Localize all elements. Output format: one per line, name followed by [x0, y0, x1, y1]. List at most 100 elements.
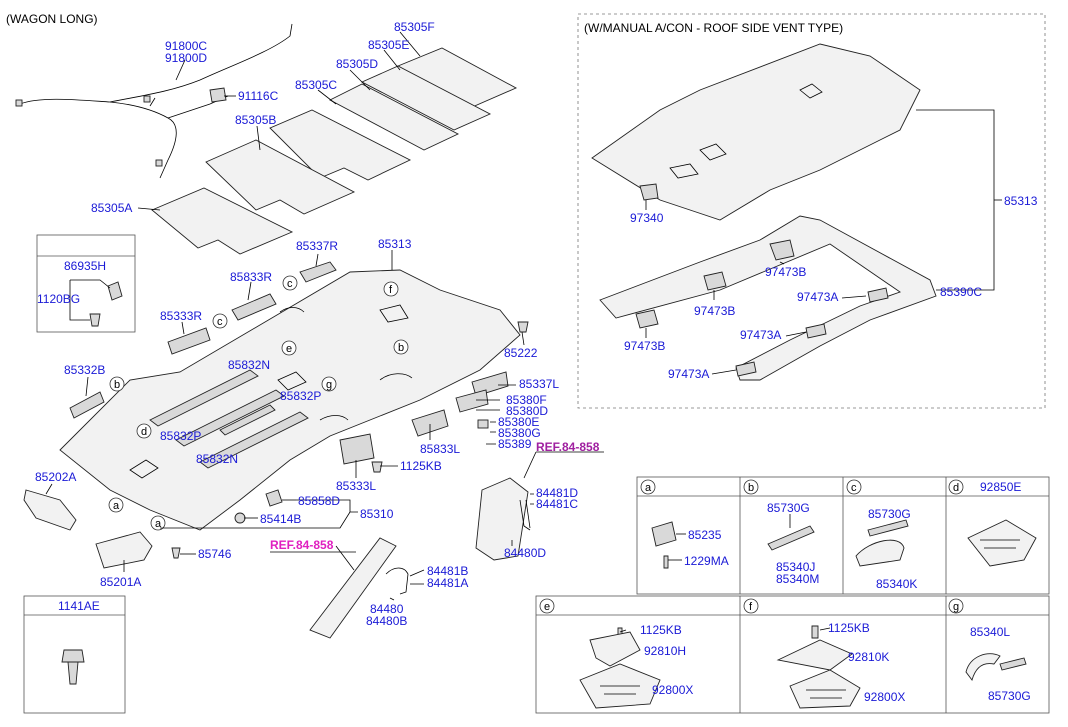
label-85832N-upper: 85832N	[228, 358, 270, 372]
label-85337L: 85337L	[519, 377, 559, 391]
bolt-1141ae	[61, 649, 85, 685]
inset-headliner	[591, 43, 921, 221]
cell-b-part-1: 85730G	[767, 501, 810, 515]
bracket-86935h	[107, 281, 123, 301]
label-85313: 85313	[378, 237, 412, 251]
cell-f-letter: f	[749, 601, 753, 613]
label-85832N-lower: 85832N	[196, 452, 238, 466]
label-97473B-1: 97473B	[765, 265, 806, 279]
label-84480: 84480	[370, 602, 404, 616]
label-85832P-right: 85832P	[280, 389, 321, 403]
label-85380F: 85380F	[506, 393, 547, 407]
label-85833L: 85833L	[420, 442, 460, 456]
cell-e-letter: e	[544, 601, 550, 613]
screw-1120bg	[89, 313, 101, 327]
inset-box	[577, 13, 1046, 409]
label-85380G: 85380G	[498, 426, 541, 440]
inset-vents	[635, 183, 889, 377]
label-85380E: 85380E	[498, 415, 539, 429]
label-97473A-2: 97473A	[740, 328, 781, 342]
pillar-trims	[309, 477, 531, 639]
inset-header: (W/MANUAL A/CON - ROOF SIDE VENT TYPE)	[584, 21, 843, 35]
label-85201A: 85201A	[100, 575, 141, 589]
label-91116C: 91116C	[238, 89, 279, 103]
label-97473B-2: 97473B	[694, 304, 735, 318]
label-85337R: 85337R	[296, 239, 338, 253]
label-85305A: 85305A	[91, 201, 132, 215]
cell-f-part-2: 92810K	[848, 650, 889, 664]
svg-text:c: c	[217, 316, 223, 328]
label-97473B-3: 97473B	[624, 339, 665, 353]
label-1141AE: 1141AE	[58, 599, 100, 613]
clip-91116c	[209, 87, 227, 103]
detail-labels: 85235 1229MA 85730G 85340J 85340M 85730G…	[640, 480, 1031, 704]
inset-leaders	[645, 109, 1002, 375]
svg-text:d: d	[141, 426, 147, 438]
svg-text:a: a	[113, 500, 120, 512]
cell-f-part-3: 92800X	[864, 690, 905, 704]
label-85305B: 85305B	[235, 113, 276, 127]
cell-e-part-3: 92800X	[652, 683, 693, 697]
label-97473A-3: 97473A	[668, 367, 709, 381]
label-91800D: 91800D	[165, 51, 207, 65]
roof-strips	[149, 369, 309, 469]
headliner-main	[59, 269, 521, 531]
cell-e-part-1: 1125KB	[640, 623, 682, 637]
label-84481B: 84481B	[427, 564, 468, 578]
cell-g-letter: g	[953, 601, 959, 613]
label-85222: 85222	[504, 346, 538, 360]
cell-b-part-3: 85340M	[776, 572, 819, 586]
label-86935H: 86935H	[64, 259, 106, 273]
svg-text:f: f	[389, 284, 393, 296]
svg-text:e: e	[286, 343, 292, 355]
ref-link-lower[interactable]: REF.84-858	[270, 538, 334, 552]
box-1141ae	[23, 595, 126, 714]
label-84481C: 84481C	[536, 497, 578, 511]
cell-e-part-2: 92810H	[644, 644, 686, 658]
part-labels: 91800C 91800D 91116C 85305F 85305E 85305…	[35, 20, 1038, 628]
wiring-harness	[15, 23, 293, 179]
label-85390C: 85390C	[940, 285, 982, 299]
leader-lines	[45, 31, 604, 601]
label-84480B: 84480B	[366, 614, 407, 628]
detail-drawings	[579, 514, 1037, 709]
label-85746: 85746	[198, 547, 232, 561]
cell-d-letter: d	[953, 482, 959, 494]
cell-c-part-2: 85340K	[876, 577, 917, 591]
cell-f-part-1: 1125KB	[828, 621, 870, 635]
label-85305D: 85305D	[336, 57, 378, 71]
label-85833R: 85833R	[230, 270, 272, 284]
svg-text:c: c	[287, 278, 293, 290]
label-85333R: 85333R	[160, 309, 202, 323]
label-85858D: 85858D	[298, 494, 340, 508]
label-85414B: 85414B	[260, 512, 301, 526]
label-84481A: 84481A	[427, 576, 468, 590]
cell-b-part-2: 85340J	[776, 560, 815, 574]
roof-pads	[151, 47, 518, 255]
cell-g-part-1: 85340L	[970, 625, 1010, 639]
label-85305E: 85305E	[368, 38, 409, 52]
label-85832P-left: 85832P	[160, 429, 201, 443]
cell-a-part-1: 85235	[688, 528, 722, 542]
detail-table	[535, 476, 1050, 714]
svg-text:b: b	[114, 379, 120, 391]
cell-g-part-2: 85730G	[988, 689, 1031, 703]
label-85310: 85310	[360, 507, 394, 521]
inset-vent-duct	[599, 215, 937, 381]
svg-text:a: a	[155, 518, 162, 530]
label-1120BG: 1120BG	[37, 292, 80, 306]
cell-d-part-1: 92850E	[980, 480, 1021, 494]
label-85380D: 85380D	[506, 404, 548, 418]
label-85313-inset: 85313	[1004, 194, 1038, 208]
label-85389: 85389	[498, 437, 532, 451]
callout-circles: c c f e b g b d a a	[108, 275, 409, 531]
label-85333L: 85333L	[336, 479, 376, 493]
inset-86935h-box	[36, 234, 136, 333]
cell-c-part-1: 85730G	[868, 507, 911, 521]
ref-link-upper[interactable]: REF.84-858	[536, 440, 600, 454]
label-97340: 97340	[630, 211, 664, 225]
svg-text:b: b	[398, 342, 404, 354]
label-84481D: 84481D	[536, 486, 578, 500]
label-85332B: 85332B	[64, 363, 105, 377]
label-91800C: 91800C	[165, 39, 207, 53]
